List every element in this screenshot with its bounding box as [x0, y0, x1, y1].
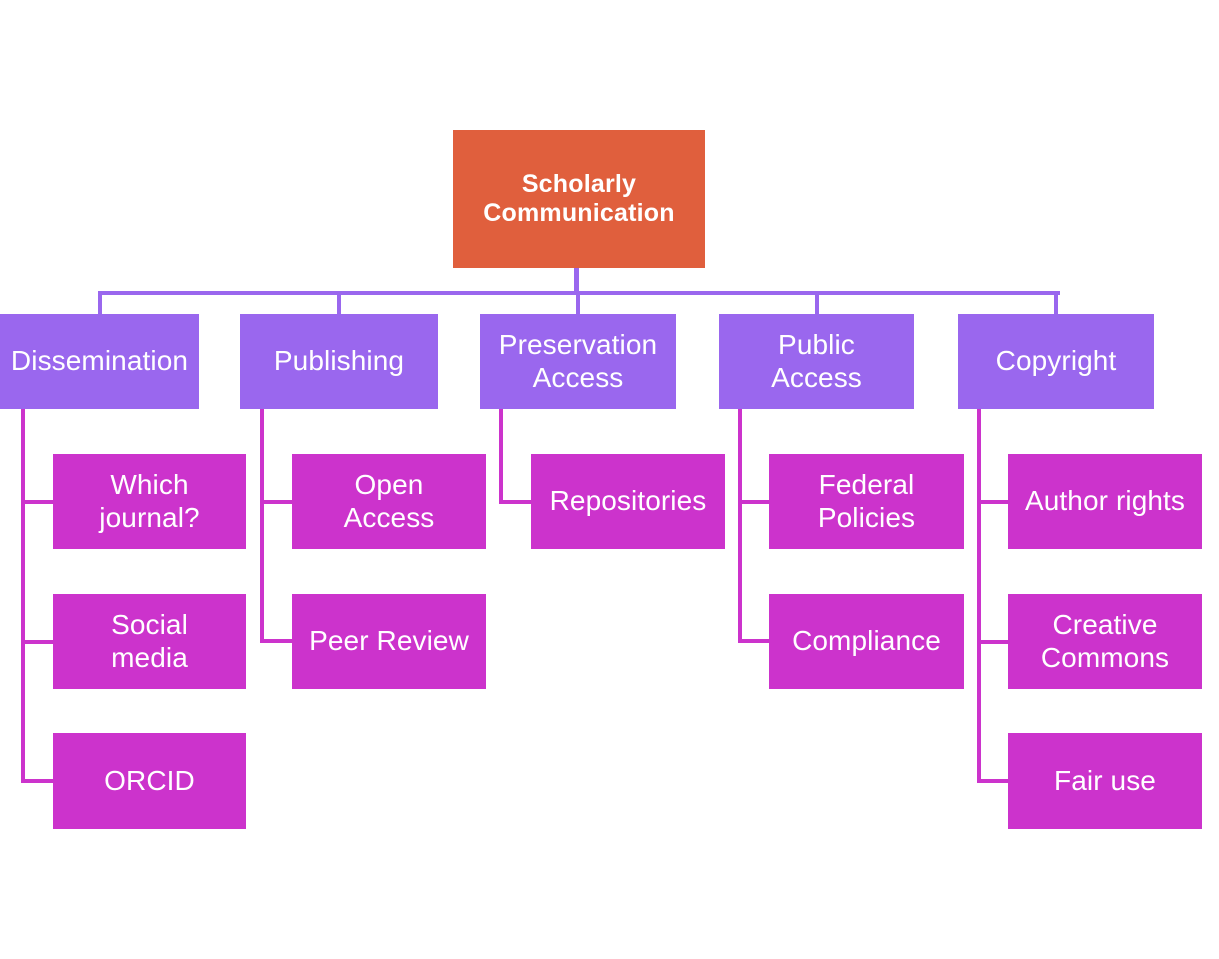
- node-creative-commons[interactable]: Creative Commons: [1008, 594, 1202, 689]
- connector-stub-federal-policies: [738, 500, 771, 504]
- connector-stub-compliance: [738, 639, 771, 643]
- connector-trunk-public-access: [738, 409, 742, 643]
- node-open-access[interactable]: Open Access: [292, 454, 486, 549]
- connector-stub-repositories: [499, 500, 532, 504]
- connector-root-drop: [574, 268, 579, 294]
- node-public-access[interactable]: Public Access: [719, 314, 914, 409]
- node-which-journal[interactable]: Which journal?: [53, 454, 246, 549]
- node-dissemination[interactable]: Dissemination: [0, 314, 199, 409]
- node-root-scholarly-communication[interactable]: Scholarly Communication: [453, 130, 705, 268]
- connector-stub-fair-use: [977, 779, 1010, 783]
- connector-trunk-copyright: [977, 409, 981, 783]
- connector-drop-dissemination: [98, 291, 102, 314]
- node-author-rights[interactable]: Author rights: [1008, 454, 1202, 549]
- connector-trunk-publishing: [260, 409, 264, 643]
- node-copyright[interactable]: Copyright: [958, 314, 1154, 409]
- connector-drop-preservation-access: [576, 291, 580, 314]
- node-compliance[interactable]: Compliance: [769, 594, 964, 689]
- connector-drop-publishing: [337, 291, 341, 314]
- connector-trunk-preservation-access: [499, 409, 503, 504]
- node-orcid[interactable]: ORCID: [53, 733, 246, 829]
- node-federal-policies[interactable]: Federal Policies: [769, 454, 964, 549]
- connector-drop-copyright: [1054, 291, 1058, 315]
- node-peer-review[interactable]: Peer Review: [292, 594, 486, 689]
- connector-stub-open-access: [260, 500, 293, 504]
- node-social-media[interactable]: Social media: [53, 594, 246, 689]
- connector-stub-social-media: [21, 640, 54, 644]
- node-preservation-access[interactable]: Preservation Access: [480, 314, 676, 409]
- node-repositories[interactable]: Repositories: [531, 454, 725, 549]
- connector-stub-peer-review: [260, 639, 293, 643]
- connector-stub-orcid: [21, 779, 54, 783]
- node-fair-use[interactable]: Fair use: [1008, 733, 1202, 829]
- connector-drop-public-access: [815, 291, 819, 314]
- connector-stub-creative-commons: [977, 640, 1010, 644]
- connector-stub-which-journal: [21, 500, 54, 504]
- connector-stub-author-rights: [977, 500, 1010, 504]
- connector-trunk-dissemination: [21, 409, 25, 783]
- node-publishing[interactable]: Publishing: [240, 314, 438, 409]
